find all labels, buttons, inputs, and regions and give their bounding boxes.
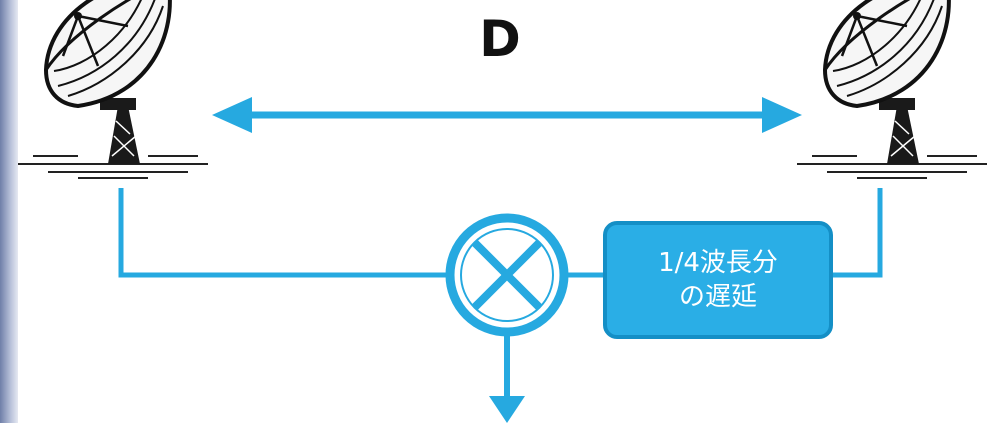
slide-edge-bar [0,0,18,423]
signal-lines [118,188,883,278]
baseline-arrow [212,97,802,133]
radio-dish-icon [16,0,210,180]
delay-box-line2: の遅延 [678,282,757,312]
delay-box-line1: 1/4波長分 [658,248,778,278]
multiplier-icon [445,213,569,337]
delay-box: 1/4波長分 の遅延 [603,221,833,339]
radio-dish-icon [795,0,989,180]
baseline-label: D [479,10,521,68]
output-arrow [489,332,525,423]
